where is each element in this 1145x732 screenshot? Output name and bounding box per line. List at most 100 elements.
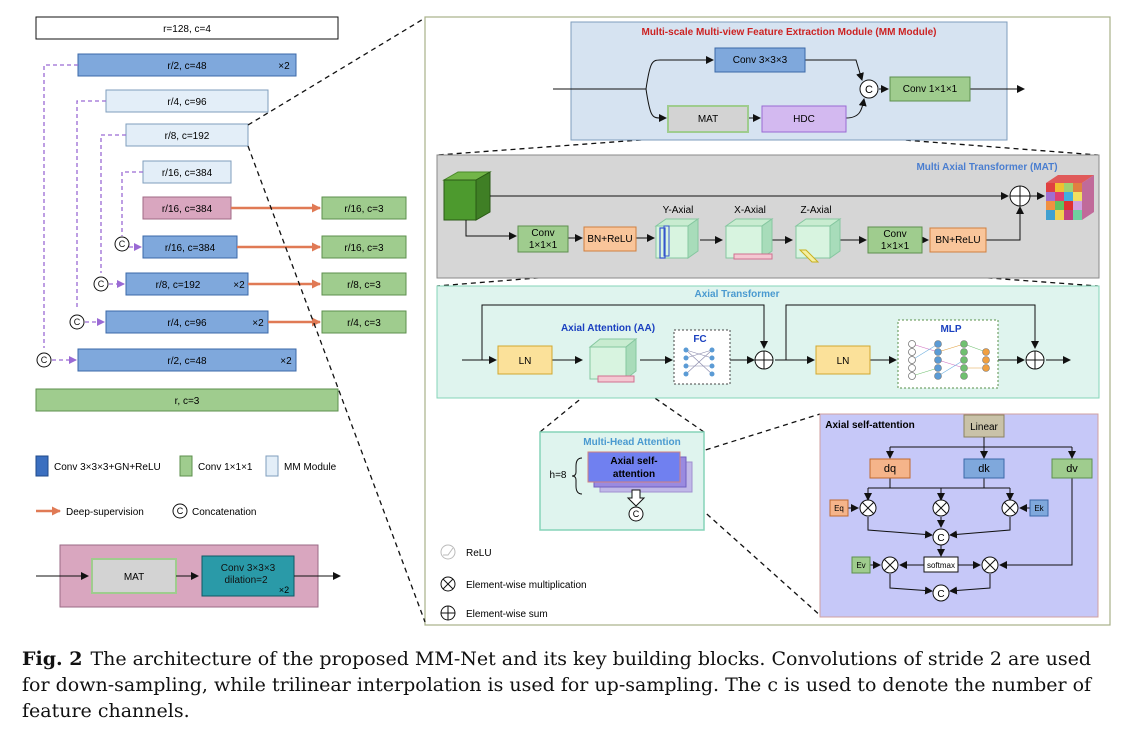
mm-block-detail: MAT Conv 3×3×3 dilation=2 ×2 [36, 544, 341, 608]
axial-sa-block [587, 451, 681, 483]
svg-text:ReLU: ReLU [466, 548, 492, 559]
axial-transformer-title: Axial Transformer [694, 289, 779, 300]
axial-transformer: Axial Transformer LN Axial Attention (AA… [436, 285, 1100, 399]
svg-text:C: C [633, 509, 640, 519]
axial-sa-title: Axial self-attention [825, 420, 914, 431]
svg-text:attention: attention [613, 469, 655, 480]
x-axial-label: X-Axial [734, 205, 766, 216]
svg-text:1×1×1: 1×1×1 [529, 240, 558, 251]
sa-concat-icon-2 [932, 584, 950, 602]
z-axial-cube [794, 218, 842, 263]
svg-text:C: C [865, 84, 873, 96]
mm-block-3-label: r/16, c=384 [162, 168, 213, 179]
svg-text:Element-wise sum: Element-wise sum [466, 609, 548, 620]
mat-input-cube [442, 171, 492, 221]
svg-text:softmax: softmax [927, 561, 955, 570]
svg-text:Conv: Conv [883, 229, 906, 240]
svg-text:Ev: Ev [856, 561, 865, 570]
x-axial-cube [724, 218, 774, 260]
mm-conv3 [714, 47, 806, 73]
output-label: r, c=3 [175, 396, 200, 407]
mat-bnrelu-b [929, 227, 987, 253]
svg-text:C: C [41, 355, 48, 365]
legend-concat-icon [172, 503, 188, 519]
down-arrow-icon [626, 489, 646, 507]
encoder-block-1-label: r/2, c=48 [167, 61, 207, 72]
legend-mm-label: MM Module [284, 462, 337, 473]
mha-heads: h=8 [550, 470, 567, 481]
at-ln-1 [497, 345, 553, 375]
decoder-block-3-rep: ×2 [233, 280, 245, 291]
svg-text:Conv 3×3×3: Conv 3×3×3 [733, 55, 788, 66]
ds-box-1 [321, 196, 407, 220]
mm-block-conv-2: dilation=2 [224, 575, 268, 586]
network-legend: Conv 3×3×3+GN+ReLU Conv 1×1×1 MM Module … [35, 455, 337, 519]
decoder-block-2-label: r/4, c=96 [167, 318, 207, 329]
y-axial-cube [654, 218, 700, 259]
mat-title: Multi Axial Transformer (MAT) [916, 162, 1057, 173]
fc-block: FC [673, 329, 731, 385]
axial-self-attention: Axial self-attention Linear [819, 413, 1099, 618]
svg-text:C: C [177, 506, 184, 516]
svg-text:BN+ReLU: BN+ReLU [587, 234, 632, 245]
dv-block [1051, 458, 1093, 479]
mm-block-conv-1: Conv 3×3×3 [221, 563, 276, 574]
legend-conv-label: Conv 3×3×3+GN+ReLU [54, 462, 161, 473]
ds-box-4 [321, 310, 407, 334]
softmax-block [923, 556, 959, 573]
ds-label-2: r/16, c=3 [344, 243, 384, 254]
concat-icon [36, 236, 130, 368]
aa-cube [588, 337, 638, 383]
ds-label-1: r/16, c=3 [344, 204, 384, 215]
network-overview: r=128, c=4 r/2, c=48 ×2 r/4, c=96 r/8, c… [35, 16, 407, 412]
caption-text: The architecture of the proposed MM-Net … [22, 648, 1092, 722]
dq-label: dq [884, 463, 896, 475]
dq-block [869, 458, 911, 479]
svg-text:Ek: Ek [1034, 504, 1044, 513]
mat-module: Multi Axial Transformer (MAT) Conv 1×1×1… [436, 154, 1100, 279]
svg-text:Axial self-: Axial self- [610, 456, 657, 467]
sa-concat-icon-1 [932, 528, 950, 546]
dk-label: dk [978, 463, 990, 475]
z-axial-label: Z-Axial [800, 205, 831, 216]
ds-box-3 [321, 272, 407, 296]
svg-text:Conv: Conv [531, 228, 554, 239]
mm-conv1 [889, 76, 971, 102]
legend-conv1-swatch [179, 455, 193, 477]
decoder-block-4-label: r/16, c=384 [165, 243, 216, 254]
legend-conv1-label: Conv 1×1×1 [198, 462, 253, 473]
svg-text:LN: LN [837, 356, 850, 367]
svg-text:Linear: Linear [970, 422, 998, 433]
mm-module-title: Multi-scale Multi-view Feature Extractio… [641, 27, 936, 38]
mha-title: Multi-Head Attention [583, 437, 680, 448]
y-axial-label: Y-Axial [663, 205, 694, 216]
ds-box-2 [321, 235, 407, 259]
mm-concat-icon [859, 79, 879, 99]
decoder-block-1-rep: ×2 [280, 356, 292, 367]
decoder-block-3-label: r/8, c=192 [156, 280, 201, 291]
aa-label: Axial Attention (AA) [561, 323, 655, 334]
mm-block-2-label: r/8, c=192 [165, 131, 210, 142]
svg-text:C: C [98, 279, 105, 289]
svg-text:Eq: Eq [834, 504, 844, 513]
legend-ds-label: Deep-supervision [66, 507, 144, 518]
svg-text:MAT: MAT [698, 114, 718, 125]
svg-text:HDC: HDC [793, 114, 815, 125]
mat-conv-a [517, 225, 569, 253]
svg-text:C: C [937, 533, 944, 544]
multi-head-attention: Multi-Head Attention h=8 Axial self- att… [539, 431, 705, 531]
mm-mat [667, 105, 749, 133]
relu-icon [440, 544, 456, 560]
mat-bnrelu-a [583, 226, 637, 252]
svg-text:C: C [119, 239, 126, 249]
mat-conv-b [867, 226, 923, 254]
ek-block [1029, 499, 1049, 517]
mlp-label: MLP [940, 324, 961, 335]
mm-block-1-label: r/4, c=96 [167, 97, 207, 108]
fc-label: FC [693, 334, 706, 345]
ds-label-4: r/4, c=3 [347, 318, 381, 329]
ops-legend: ReLU Element-wise multiplication Element… [440, 544, 587, 621]
decoder-block-2-rep: ×2 [252, 318, 264, 329]
ds-label-3: r/8, c=3 [347, 280, 381, 291]
